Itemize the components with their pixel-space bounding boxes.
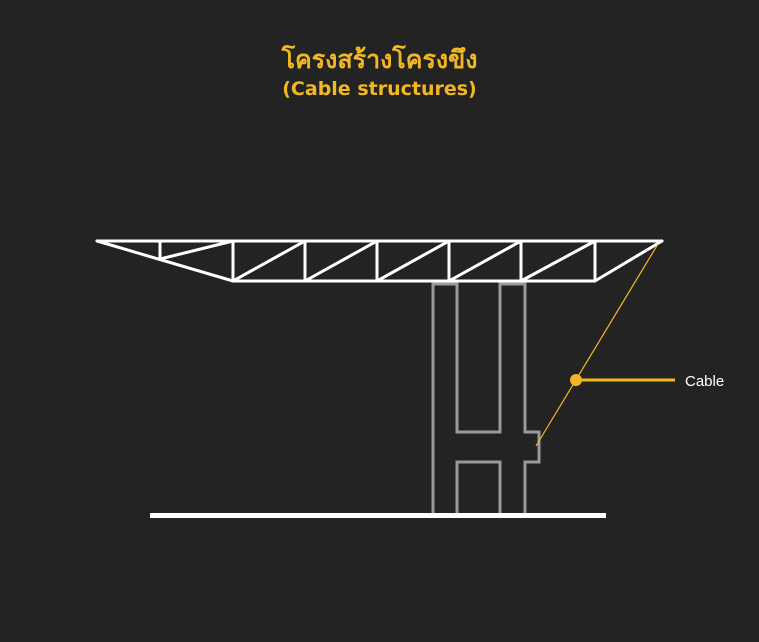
diagram-subtitle: (Cable structures) — [282, 78, 477, 100]
cable-label: Cable — [685, 373, 724, 390]
diagram-title: โครงสร้างโครงขึง — [281, 45, 478, 74]
column-outline — [431, 282, 541, 514]
cable-line — [535, 243, 659, 447]
roof-truss — [95, 239, 664, 283]
ground-line — [150, 513, 606, 518]
truss-bottom-chord — [95, 239, 664, 283]
cable-callout: Cable — [570, 373, 724, 390]
truss-web-members — [158, 239, 597, 283]
